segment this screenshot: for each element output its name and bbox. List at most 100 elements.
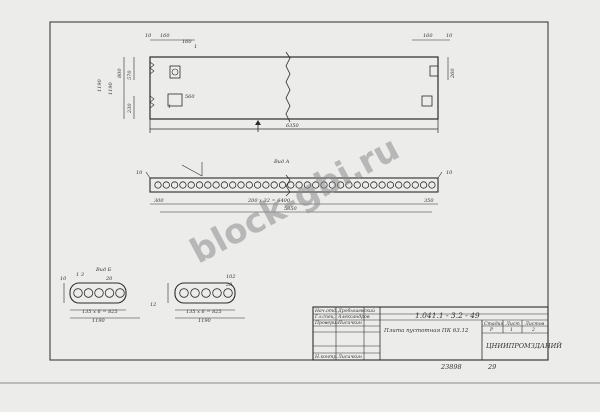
hollow-core-hole	[223, 288, 233, 298]
view-c-dim-5: 12	[150, 302, 156, 308]
tb-role-4: Н.контр.	[314, 354, 338, 360]
top-side-1: 800	[117, 68, 123, 78]
top-dim-9: 560	[185, 94, 195, 100]
view-b-dim-1: 135 x 6 = 825	[82, 309, 118, 315]
hollow-core-hole	[345, 181, 353, 189]
tb-name-3: Лисичкин	[337, 320, 362, 326]
hollow-core-hole	[212, 288, 222, 298]
view-c-dim-4: 20	[225, 282, 233, 288]
hollow-core-hole	[428, 181, 436, 189]
tb-stage-header: Стадия	[484, 321, 504, 327]
tb-role-2: Гл.спец.	[314, 314, 336, 320]
hollow-core-hole	[320, 181, 328, 189]
hollow-core-hole	[94, 288, 104, 298]
hollow-core-hole	[270, 181, 278, 189]
view-a-dim-3: 200 x 32 = 6400	[247, 198, 291, 204]
hollow-core-hole	[179, 181, 187, 189]
view-a-dim-2: 300	[154, 198, 164, 204]
hollow-core-hole	[262, 181, 270, 189]
hollow-core-hole	[171, 181, 179, 189]
view-c-dim-1: 135 x 6 = 825	[186, 309, 222, 315]
hollow-core-hole	[395, 181, 403, 189]
view-a-title: Вид А	[273, 159, 290, 165]
hollow-core-hole	[336, 181, 345, 189]
hollow-core-hole	[212, 181, 220, 189]
view-a-dim-1: 10	[136, 170, 143, 176]
hollow-core-hole	[73, 288, 83, 298]
view-b-dim-3: 1 3	[76, 272, 84, 278]
sheet-number: 23898	[440, 363, 462, 371]
top-dim-6: 570	[127, 70, 133, 80]
hollow-core-hole	[386, 181, 394, 189]
top-dim-13: 1	[168, 104, 171, 110]
top-dim-5: 1190	[108, 81, 114, 95]
hollow-core-hole	[378, 181, 386, 189]
view-b-dim-4: 20	[105, 276, 113, 282]
top-dim-8: 260	[450, 68, 456, 79]
view-b-dim-5: 10	[60, 276, 67, 282]
view-b-dim-2: 1190	[92, 318, 106, 324]
view-a-dim-6: 10	[446, 170, 453, 176]
hollow-core-hole	[201, 288, 211, 298]
view-c-dim-3: 102	[226, 274, 236, 280]
top-dim-2: 160	[160, 33, 170, 39]
tb-stage-value: Р	[489, 327, 494, 333]
hollow-core-hole	[254, 181, 262, 189]
view-a	[145, 162, 443, 213]
tb-sheets-value: 2	[531, 327, 535, 333]
top-dim-11: 6350	[286, 123, 300, 129]
tb-sheet-header: Лист	[505, 321, 520, 327]
hollow-core-hole	[245, 181, 253, 189]
top-side-2: 1190	[97, 78, 103, 92]
hollow-core-hole	[419, 181, 428, 189]
drawing-frame	[49, 21, 549, 361]
tb-sheet-value: 1	[510, 327, 513, 333]
page-number: 29	[487, 363, 496, 371]
tb-sheets-header: Листов	[524, 321, 544, 327]
top-dim-3: 160	[423, 33, 433, 39]
hollow-core-hole	[187, 181, 195, 189]
top-view	[123, 39, 450, 133]
hollow-core-hole	[353, 181, 361, 189]
hollow-core-hole	[154, 181, 162, 189]
hollow-core-hole	[195, 181, 204, 189]
tb-name: Плита пустотная ПК 63.12	[383, 328, 469, 334]
view-a-dim-5: 350	[424, 198, 434, 204]
hollow-core-hole	[303, 181, 311, 189]
hollow-core-hole	[312, 181, 320, 189]
hollow-core-hole	[162, 181, 170, 189]
top-dim-10: 160	[182, 39, 192, 45]
hollow-core-hole	[287, 181, 295, 189]
hollow-core-hole	[190, 288, 200, 298]
hollow-core-hole	[328, 181, 336, 189]
hollow-core-hole	[220, 181, 228, 189]
hollow-core-hole	[204, 181, 212, 189]
tb-role-1: Нач.отд.	[314, 308, 338, 314]
tb-name-4: Лисичкин	[337, 354, 362, 360]
hollow-core-hole	[295, 181, 303, 189]
watermark: block-gbi.ru	[184, 129, 406, 273]
hollow-core-hole	[278, 181, 287, 189]
view-c-dim-2: 1190	[198, 318, 212, 324]
view-b	[63, 282, 140, 319]
top-dim-7: 230	[127, 103, 133, 114]
title-block	[312, 306, 549, 361]
tb-designation: 1.041.1 - 3.2 - 49	[415, 311, 480, 320]
hollow-core-hole	[115, 288, 125, 298]
top-dim-12: 1	[194, 44, 197, 50]
view-c	[167, 282, 245, 319]
hollow-core-hole	[83, 288, 94, 298]
hollow-core-hole	[104, 288, 115, 298]
hollow-core-hole	[370, 181, 378, 189]
top-dim-4: 10	[446, 33, 453, 39]
tb-name-1: Дробышевский	[337, 307, 375, 314]
tb-role-3: Проверил	[314, 320, 339, 326]
tb-org: ЦНИИПРОМЗДАНИЙ	[486, 340, 562, 350]
view-a-dim-4: 5850	[284, 206, 298, 212]
hollow-core-hole	[179, 288, 189, 298]
tb-name-2: Александров	[337, 314, 370, 320]
hollow-core-hole	[361, 181, 370, 189]
top-dim-1: 10	[145, 33, 152, 39]
